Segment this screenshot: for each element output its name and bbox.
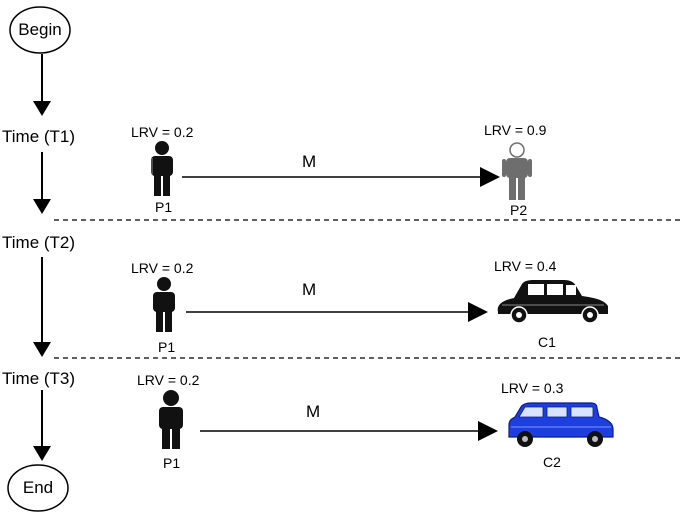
time-label-t3: Time (T3) xyxy=(2,369,76,388)
source-lrv: LRV = 0.2 xyxy=(131,260,194,276)
target-lrv: LRV = 0.3 xyxy=(501,380,564,396)
relation-label: M xyxy=(302,152,317,171)
relation-arrowhead-row2 xyxy=(468,302,488,322)
arrowhead-t1 xyxy=(33,101,51,116)
end-node xyxy=(7,464,69,512)
station-wagon-icon xyxy=(508,402,614,447)
target-label: C2 xyxy=(543,454,561,470)
arrowhead-t3 xyxy=(33,342,51,357)
begin-label: Begin xyxy=(18,20,62,39)
relation-label: M xyxy=(306,402,321,421)
time-label-t1: Time (T1) xyxy=(2,127,76,146)
source-label: P1 xyxy=(163,455,181,471)
source-lrv: LRV = 0.2 xyxy=(131,124,194,140)
person-icon xyxy=(159,390,183,449)
source-label: P1 xyxy=(155,199,173,215)
person-icon xyxy=(153,277,175,332)
relation-label: M xyxy=(302,280,317,299)
vintage-car-icon xyxy=(497,280,608,324)
relation-arrowhead-row3 xyxy=(478,421,498,441)
target-lrv: LRV = 0.9 xyxy=(484,122,547,138)
relation-arrowhead-row1 xyxy=(480,167,500,187)
source-lrv: LRV = 0.2 xyxy=(137,372,200,388)
time-label-t2: Time (T2) xyxy=(2,233,76,252)
target-label: P2 xyxy=(510,202,528,218)
arrowhead-end xyxy=(33,446,51,461)
person-icon xyxy=(149,141,173,196)
source-label: P1 xyxy=(158,339,176,355)
target-label: C1 xyxy=(538,334,556,350)
begin-node xyxy=(9,6,71,54)
arrowhead-t2 xyxy=(33,199,51,214)
end-label: End xyxy=(22,478,54,497)
target-lrv: LRV = 0.4 xyxy=(494,258,557,274)
person-icon xyxy=(502,142,532,200)
